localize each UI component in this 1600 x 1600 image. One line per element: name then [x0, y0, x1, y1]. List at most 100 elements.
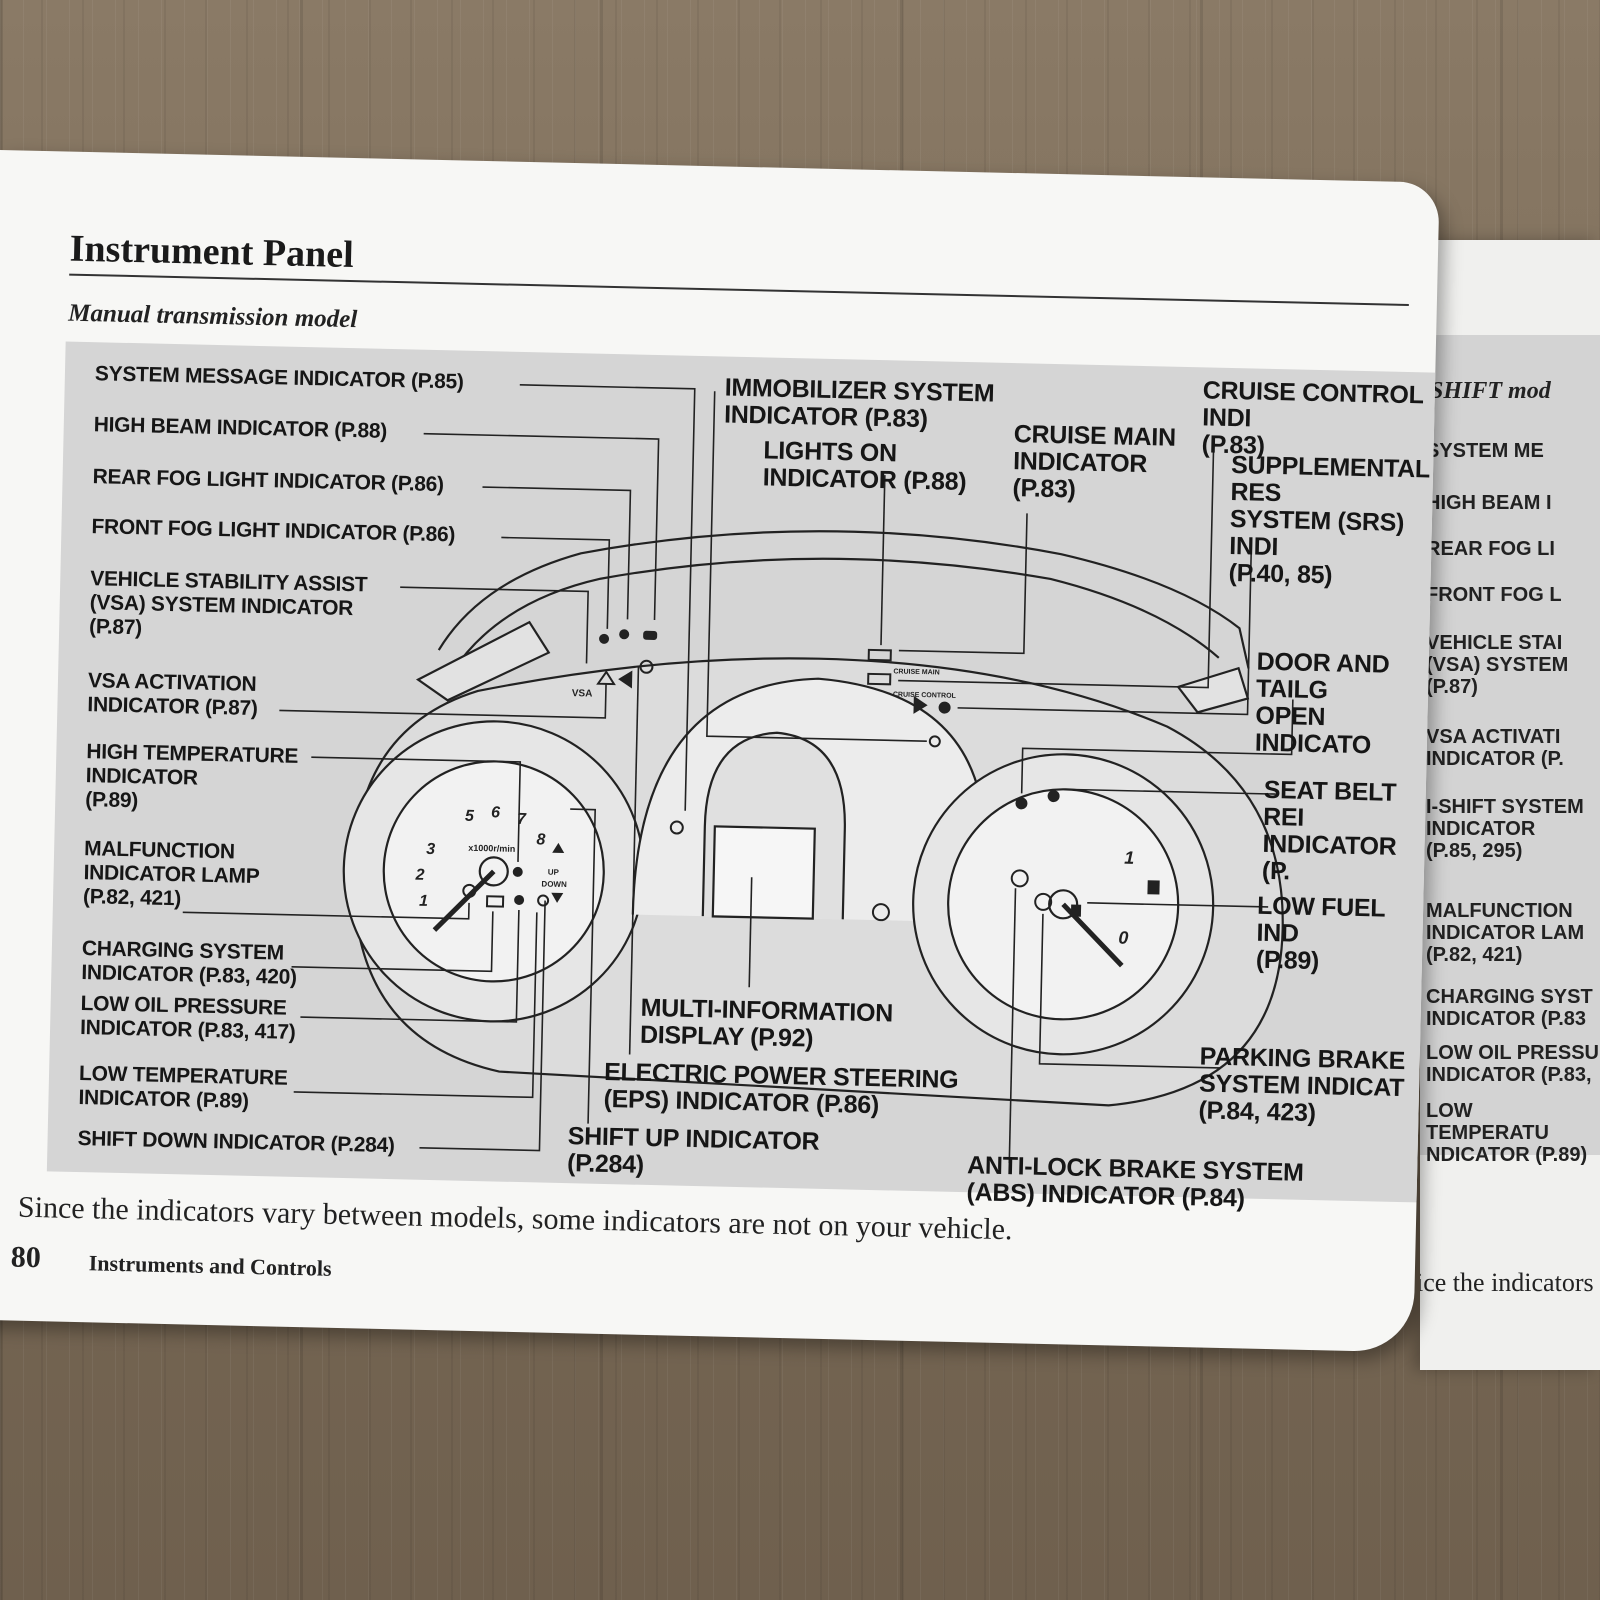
- leader-charging: [291, 911, 494, 973]
- fuel-pump-icon: [1147, 880, 1160, 895]
- cruise-main-icon: [867, 648, 892, 662]
- cluster-hood-outline: [437, 530, 1250, 669]
- next-page-figure: [1420, 335, 1600, 1155]
- vsa-badge: VSA: [572, 688, 593, 699]
- high-beam-icon: [643, 630, 658, 640]
- label-high-temp: HIGH TEMPERATURE INDICATOR (P.89): [85, 740, 299, 813]
- label-multi-info: MULTI-INFORMATION DISPLAY (P.92): [639, 993, 894, 1053]
- battery-icon: [485, 895, 505, 908]
- next-page-label: LOW TEMPERATU NDICATOR (P.89): [1426, 1100, 1588, 1166]
- abs-icon: [1010, 869, 1029, 888]
- leader-rear-fog: [482, 486, 632, 620]
- next-page-label: CHARGING SYST INDICATOR (P.83: [1426, 986, 1593, 1030]
- tach-number-5: 5: [465, 808, 475, 825]
- instrument-panel-figure: 1 2 3 5 6 7 8 x1000r/min VSA UP DOWN CRU…: [46, 341, 1436, 1213]
- label-cruise-main: CRUISE MAIN INDICATOR (P.83): [1012, 420, 1177, 504]
- front-fog-icon: [599, 633, 610, 644]
- label-eps: ELECTRIC POWER STEERING (EPS) INDICATOR …: [603, 1057, 959, 1120]
- leader-seat-belt: [1061, 788, 1276, 795]
- leader-low-fuel: [1087, 902, 1269, 908]
- manual-page: Instrument Panel Manual transmission mod…: [0, 150, 1440, 1353]
- leader-shift-up: [570, 808, 597, 1124]
- oil-icon: [514, 894, 525, 905]
- next-page-label: FRONT FOG L: [1426, 584, 1562, 606]
- right-hood-fin: [1176, 666, 1250, 714]
- next-page-label: SYSTEM ME: [1426, 440, 1544, 462]
- tach-number-6: 6: [491, 804, 500, 821]
- turn-right-arrow-icon: [913, 695, 928, 714]
- next-page-title: SHIFT mod: [1430, 378, 1551, 404]
- label-low-temp: LOW TEMPERATURE INDICATOR (P.89): [78, 1062, 288, 1113]
- tach-unit: x1000r/min: [468, 843, 515, 854]
- tachometer-numbers: 1 2 3 5 6 7 8 x1000r/min: [414, 804, 545, 910]
- system-message-icon: [669, 820, 684, 835]
- tach-number-2: 2: [414, 867, 424, 884]
- leader-lines: [182, 384, 1294, 1164]
- low-temp-icon: [537, 894, 550, 907]
- next-page-label: MALFUNCTION INDICATOR LAM (P.82, 421): [1426, 900, 1585, 966]
- leader-high-temp: [311, 756, 522, 862]
- rear-fog-icon: [619, 629, 630, 640]
- page-subtitle: Manual transmission model: [68, 299, 358, 334]
- seat-belt-icon: [1047, 790, 1060, 803]
- cluster-hood-inner: [452, 557, 1220, 672]
- immobilizer-icon: [928, 735, 941, 748]
- next-page-caption: ice the indicators: [1420, 1268, 1594, 1297]
- next-page-label: HIGH BEAM I: [1426, 492, 1552, 514]
- door-open-icon: [1015, 797, 1028, 810]
- label-vsa-activation: VSA ACTIVATION INDICATOR (P.87): [87, 669, 258, 720]
- cruise-control-badge: CRUISE CONTROL: [893, 691, 957, 699]
- leader-cruise-main: [898, 513, 1028, 655]
- srs-icon: [938, 701, 951, 714]
- tach-number-3: 3: [426, 841, 435, 858]
- leader-srs: [957, 538, 1253, 716]
- tach-number-8: 8: [536, 831, 545, 848]
- next-page-label: VSA ACTIVATI INDICATOR (P.: [1426, 726, 1564, 770]
- label-srs: SUPPLEMENTAL RES SYSTEM (SRS) INDI (P.40…: [1228, 451, 1430, 590]
- leader-multi-info: [748, 877, 753, 988]
- tach-number-1: 1: [419, 893, 428, 910]
- leader-vsa-system: [400, 586, 589, 664]
- cruise-control-icon: [867, 672, 892, 686]
- shift-down-text: DOWN: [541, 879, 567, 889]
- leader-high-beam: [423, 432, 660, 620]
- high-temp-icon: [512, 866, 523, 877]
- instrument-cluster-drawing: 1 2 3 5 6 7 8 x1000r/min VSA UP DOWN CRU…: [182, 384, 1294, 1164]
- fuel-number-1: 1: [1124, 848, 1134, 868]
- next-page-label: LOW OIL PRESSU INDICATOR (P.83,: [1426, 1042, 1599, 1086]
- label-low-oil: LOW OIL PRESSURE INDICATOR (P.83, 417): [79, 992, 296, 1044]
- label-vsa-system: VEHICLE STABILITY ASSIST (VSA) SYSTEM IN…: [88, 567, 368, 640]
- label-low-fuel: LOW FUEL IND (P.89): [1255, 891, 1386, 976]
- leader-door-tailgate: [1020, 699, 1294, 794]
- label-abs: ANTI-LOCK BRAKE SYSTEM (ABS) INDICATOR (…: [966, 1151, 1304, 1213]
- shift-up-icon: [552, 842, 565, 853]
- parking-brake-icon: [1034, 892, 1053, 911]
- label-charging: CHARGING SYSTEM INDICATOR (P.83, 420): [81, 937, 298, 989]
- next-page-label: I-SHIFT SYSTEM INDICATOR (P.85, 295): [1426, 796, 1584, 862]
- low-fuel-icon: [1070, 904, 1082, 917]
- next-page-label: REAR FOG LI: [1426, 538, 1555, 560]
- cruise-main-badge: CRUISE MAIN: [893, 668, 939, 676]
- leader-immobilizer: [706, 391, 927, 742]
- page-number: 80: [10, 1240, 42, 1275]
- multi-information-display: [711, 825, 816, 920]
- tach-number-7: 7: [517, 811, 527, 828]
- security-icon: [871, 903, 890, 922]
- title-divider: [69, 273, 1409, 307]
- eps-icon: [639, 659, 654, 674]
- label-immobilizer: IMMOBILIZER SYSTEM INDICATOR (P.83): [723, 373, 995, 434]
- left-hood-fin: [415, 620, 551, 702]
- label-malfunction: MALFUNCTION INDICATOR LAMP (P.82, 421): [82, 837, 260, 911]
- shift-down-icon: [551, 892, 564, 903]
- label-parking-brake: PARKING BRAKE SYSTEM INDICAT (P.84, 423): [1198, 1042, 1406, 1128]
- leader-parking-brake: [1038, 913, 1220, 1069]
- section-name: Instruments and Controls: [88, 1250, 332, 1281]
- leader-low-temp: [293, 912, 538, 1099]
- leader-malfunction: [182, 902, 470, 920]
- page-title: Instrument Panel: [69, 227, 355, 277]
- leader-eps: [628, 666, 640, 1055]
- leader-front-fog: [501, 536, 611, 629]
- leader-lights-on: [880, 475, 886, 646]
- leader-vsa-activation: [279, 683, 607, 719]
- next-page: SHIFT mod SYSTEM ME HIGH BEAM I REAR FOG…: [1420, 240, 1600, 1370]
